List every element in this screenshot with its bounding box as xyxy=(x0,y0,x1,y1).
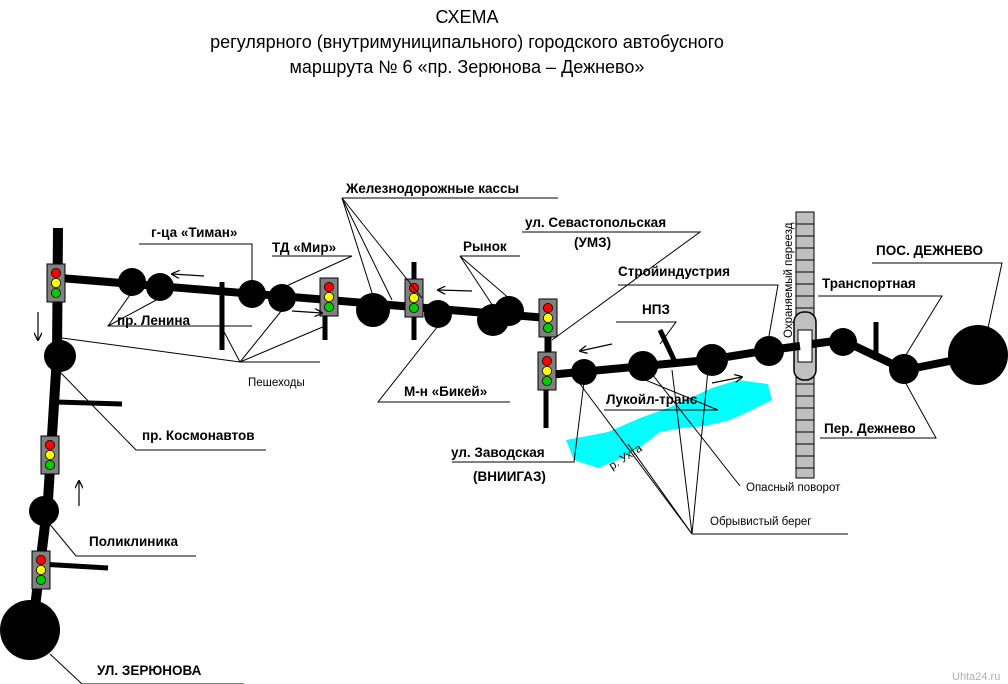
stop-kassy-1 xyxy=(356,293,390,327)
crossing-label: Охраняемый переезд xyxy=(783,222,795,338)
stop-npz xyxy=(696,344,728,376)
stop-kosmonavtov xyxy=(44,340,76,372)
stop-zeryunova xyxy=(0,600,60,660)
stop-mir xyxy=(268,284,296,312)
stop-poliklinika xyxy=(29,496,59,526)
scheme-title-line2: регулярного (внутримуниципального) город… xyxy=(210,32,724,52)
label-mir: ТД «Мир» xyxy=(272,240,336,255)
leader-lines xyxy=(47,197,1003,684)
stop-rynok-2 xyxy=(494,296,524,326)
scheme-title-line3: маршрута № 6 «пр. Зерюнова – Дежнево» xyxy=(290,57,645,77)
label-stroyindustriya: Стройиндустрия xyxy=(618,264,730,279)
traffic-light-7 xyxy=(537,351,557,391)
traffic-light-4 xyxy=(319,277,339,317)
stop-lenina-1 xyxy=(118,268,146,296)
label-sevastopolskaya-2: (УМЗ) xyxy=(574,235,611,250)
label-transportnaya: Транспортная xyxy=(822,276,916,291)
stop-lenina-2 xyxy=(146,273,174,301)
stop-dezhnevo xyxy=(948,325,1008,385)
traffic-light-5 xyxy=(404,278,424,318)
railway-crossing xyxy=(793,211,817,479)
stop-bikey xyxy=(424,300,452,328)
traffic-light-6 xyxy=(538,298,558,338)
label-zavodskaya-2: (ВНИИГАЗ) xyxy=(473,469,546,484)
scheme-title-line1: СХЕМА xyxy=(436,7,499,27)
label-zeryunova: УЛ. ЗЕРЮНОВА xyxy=(97,663,202,678)
traffic-light-2 xyxy=(40,435,60,475)
watermark: Uhta24.ru xyxy=(952,671,1000,683)
label-poliklinika: Поликлиника xyxy=(89,534,178,549)
label-lukoil: Лукойл-транс xyxy=(606,392,698,407)
label-obryvisty-bereg: Обрывистый берег xyxy=(710,516,811,528)
label-peshehody: Пешеходы xyxy=(248,377,305,389)
label-per-dezhnevo: Пер. Дежнево xyxy=(824,421,916,436)
label-rynok: Рынок xyxy=(463,239,507,254)
label-zavodskaya-1: ул. Заводская xyxy=(451,445,545,460)
label-kosmonavtov: пр. Космонавтов xyxy=(142,428,255,443)
label-timan: г-ца «Тиман» xyxy=(151,225,237,240)
direction-arrows xyxy=(38,274,742,506)
label-npz: НПЗ xyxy=(642,302,670,317)
label-sevastopolskaya-1: ул. Севастопольская xyxy=(525,215,666,230)
label-dezhnevo: ПОС. ДЕЖНЕВО xyxy=(876,243,983,258)
stop-markers xyxy=(0,268,1008,660)
stop-lukoil xyxy=(628,351,658,381)
traffic-light-3 xyxy=(31,550,51,590)
label-lenina: пр. Ленина xyxy=(117,313,190,328)
label-bikey: М-н «Бикей» xyxy=(404,384,487,399)
traffic-light-1 xyxy=(46,263,66,303)
label-opasny-povorot: Опасный поворот xyxy=(746,482,841,494)
stop-timan xyxy=(238,280,266,308)
stop-stroyindustriya xyxy=(754,336,784,366)
river xyxy=(566,380,772,468)
label-kassy: Железнодорожные кассы xyxy=(345,181,519,196)
stop-transportnaya xyxy=(829,328,857,356)
stop-per-dezhnevo xyxy=(889,354,919,384)
stop-zavodskaya xyxy=(571,359,597,385)
